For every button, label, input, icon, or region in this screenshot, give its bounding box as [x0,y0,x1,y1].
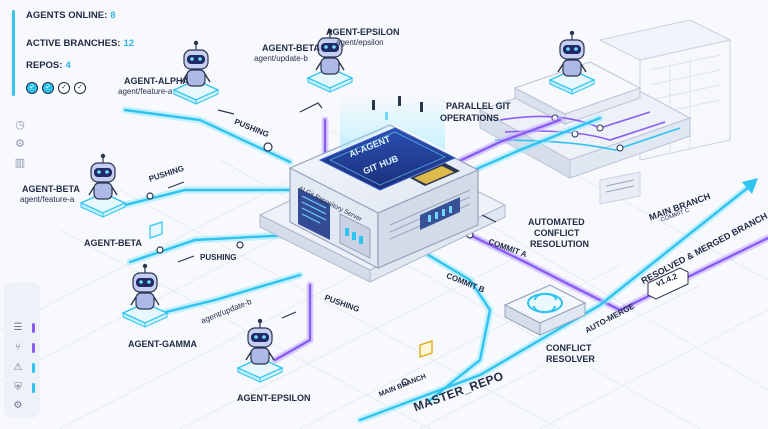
agent-beta-left-name: AGENT-BETA [22,184,80,194]
parallel-ops-label-line2: OPERATIONS [440,113,499,123]
agent-beta-top-name: AGENT-BETA [262,43,320,53]
repos-label: REPOS: [26,60,63,71]
robot-agent-beta-left [79,153,127,218]
robot-agent-platform [548,30,596,95]
robot-agent-epsilon-bottom [236,318,284,383]
conflict-resolver-hub [503,284,587,336]
direction-arrows [167,102,497,319]
auto-conflict-label-line1: AUTOMATED [528,217,585,227]
agent-alpha-name: AGENT-ALPHA [124,76,189,86]
bar-chart-icon[interactable]: ▥ [14,157,26,169]
auto-conflict-label-line2: CONFLICT [534,228,580,238]
shield-check-icon[interactable]: ⛨ [14,382,22,393]
warning-indicator [32,363,35,373]
check-outline-icon: ✓ [58,82,70,94]
agent-robots [79,28,596,383]
warning-icon[interactable]: ⚠ [13,362,23,373]
active-branches-row: ACTIVE BRANCHES:12 [26,38,134,49]
conflict-resolver-label-line1: CONFLICT [546,343,592,353]
robot-agent-beta-top [172,40,220,105]
robot-agent-epsilon-top [306,28,354,93]
commit-document-icons [149,221,433,358]
gear-icon[interactable]: ⚙ [13,400,23,411]
agent-beta-left-label: AGENT-BETA [84,238,142,248]
version-tag [647,267,689,300]
agent-epsilon-bottom-name: AGENT-EPSILON [237,393,311,403]
repos-row: REPOS:4 [26,60,71,71]
conflict-resolver-label-line2: RESOLVER [546,354,595,364]
pushing-label-gamma: PUSHING [200,253,237,262]
check-outline-icon: ✓ [74,82,86,94]
auto-conflict-label-line3: RESOLUTION [530,239,590,249]
shield-indicator [32,383,35,393]
agents-online-value: 8 [110,10,116,21]
agent-epsilon-top-branch: agent/epsilon [336,38,384,47]
status-check-icons: ✓ ✓ ✓ ✓ [26,82,86,96]
cyan-flow-lines [121,106,758,424]
agent-gamma-name: AGENT-GAMMA [128,339,197,349]
check-circle-icon: ✓ [26,82,38,94]
check-circle-icon: ✓ [42,82,54,94]
parallel-ops-label-line1: PARALLEL GIT [446,101,511,111]
agents-online-label: AGENTS ONLINE: [26,10,108,21]
agent-alpha-branch: agent/feature-a [118,87,173,96]
branch-indicator [32,343,35,353]
repos-value: 4 [65,60,71,71]
bottom-left-toolbar: ☰ ⑂ ⚠ ⛨ ⚙ [4,282,40,418]
status-panel: AGENTS ONLINE:8 ACTIVE BRANCHES:12 REPOS… [6,4,142,96]
active-branches-value: 12 [123,38,135,49]
robot-agent-gamma [121,263,169,328]
stack-indicator [32,323,35,333]
agents-online-row: AGENTS ONLINE:8 [26,10,116,21]
git-repository-server [258,95,507,283]
clock-icon[interactable]: ◷ [15,119,25,131]
stack-icon[interactable]: ☰ [13,322,23,333]
agent-beta-left-branch: agent/feature-a [20,195,75,204]
branch-icon[interactable]: ⑂ [15,342,21,353]
agent-epsilon-top-name: AGENT-EPSILON [326,27,400,37]
active-branches-label: ACTIVE BRANCHES: [26,38,121,49]
agent-beta-top-branch: agent/update-b [254,54,308,63]
status-accent-bar [12,10,15,96]
gear-icon[interactable]: ⚙ [15,138,25,150]
